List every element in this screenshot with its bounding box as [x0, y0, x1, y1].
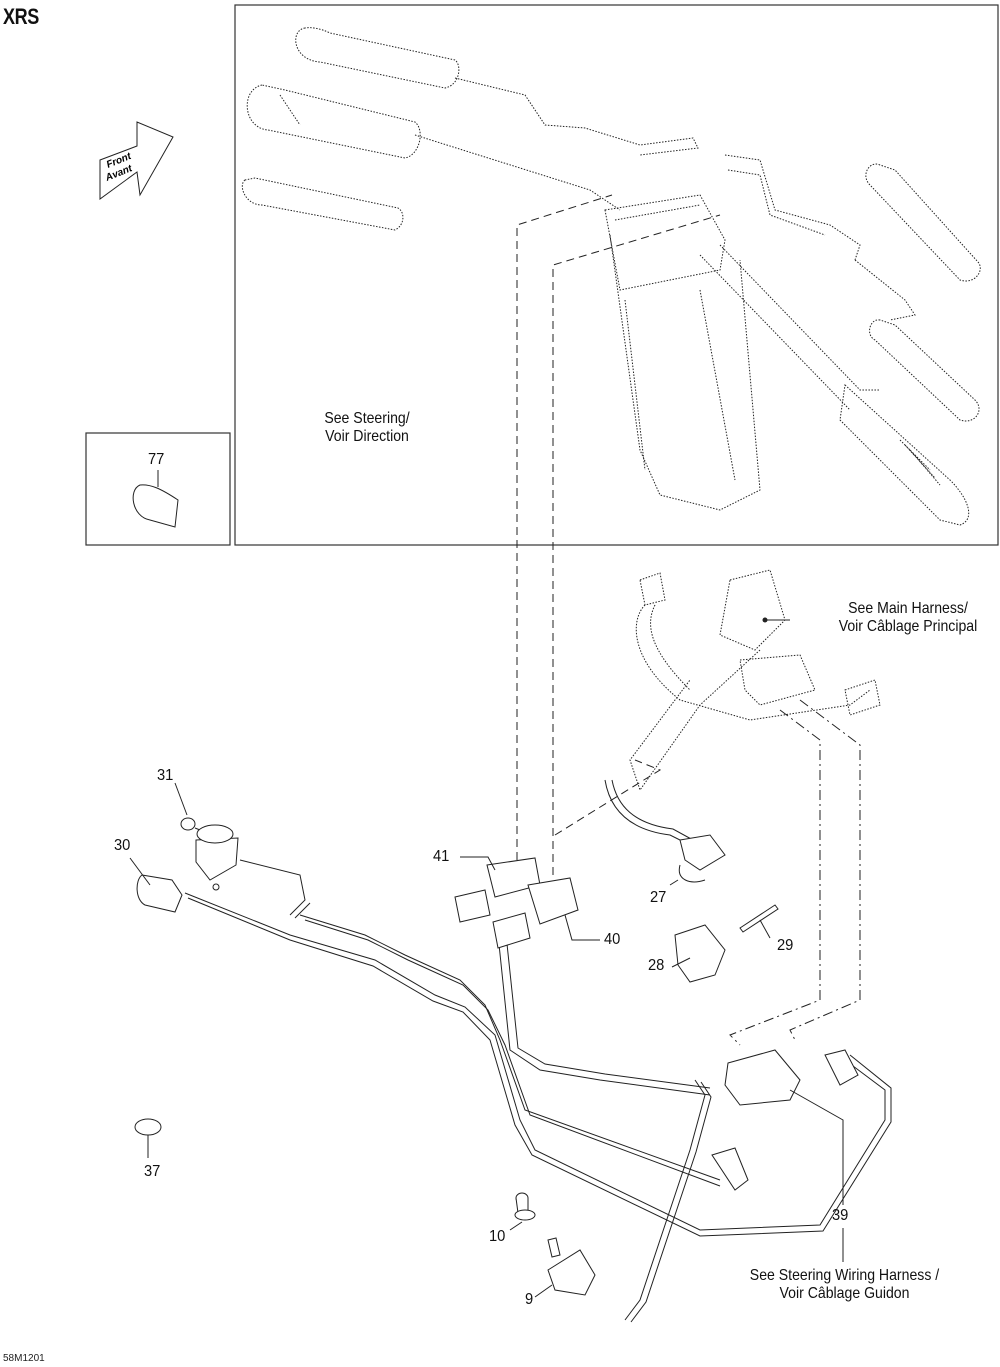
small-connector [454, 889, 491, 923]
part-leader-lines [129, 470, 844, 1298]
front-arrow-icon: Front Avant [99, 121, 174, 200]
part-number-41: 41 [433, 848, 450, 865]
main-harness-connector-drawing [629, 569, 881, 792]
see-steering-callout: See Steering/ Voir Direction [301, 410, 433, 446]
leader-lines [516, 194, 721, 875]
part-number-10: 10 [489, 1228, 506, 1245]
part-31-throttle-sensor [180, 817, 239, 891]
steering-inset-frame [234, 4, 999, 546]
callout-line: Voir Câblage Guidon [779, 1285, 910, 1302]
part-number-40: 40 [604, 931, 621, 948]
harness-connector [824, 1049, 859, 1086]
small-connector [492, 912, 531, 949]
part-28-switch-cap [674, 924, 726, 983]
part-77-inset-frame [85, 432, 231, 546]
callout-line: Voir Câblage Principal [838, 618, 978, 635]
harness-connector [711, 1147, 749, 1191]
part-9-switch [547, 1237, 596, 1296]
part-number-27: 27 [650, 889, 667, 906]
part-number-37: 37 [144, 1163, 161, 1180]
part-number-31: 31 [157, 767, 174, 784]
part-40-connector-housing [527, 877, 579, 925]
figure-code: 58M1201 [3, 1353, 45, 1364]
see-main-harness-callout: See Main Harness/ Voir Câblage Principal [820, 600, 996, 636]
part-number-39: 39 [832, 1207, 849, 1224]
part-number-77: 77 [148, 451, 165, 468]
see-steering-wiring-callout: See Steering Wiring Harness / Voir Câbla… [728, 1267, 961, 1303]
part-39-harness-block [724, 1049, 801, 1106]
leader-dot [762, 617, 768, 623]
part-27-switch-connector [678, 834, 726, 883]
part-number-9: 9 [525, 1291, 534, 1308]
callout-line: Voir Direction [325, 428, 409, 445]
callout-line: See Main Harness/ [848, 600, 968, 617]
part-number-30: 30 [114, 837, 131, 854]
part-number-29: 29 [777, 937, 794, 954]
callout-line: See Steering Wiring Harness / [749, 1267, 940, 1284]
part-77-clamp [132, 484, 179, 528]
callout-line: See Steering/ [324, 410, 410, 427]
dash-dot-leader-lines [729, 699, 861, 1046]
part-37-grommet [134, 1118, 162, 1136]
part-number-28: 28 [648, 957, 665, 974]
part-10-switch-knob [514, 1192, 536, 1221]
part-29-pin [739, 904, 779, 933]
wiring-harness-drawing [184, 779, 892, 1323]
harness-components [132, 484, 859, 1296]
part-30-connector [136, 874, 183, 913]
model-title: XRS [3, 4, 39, 29]
steering-assembly-drawing [241, 27, 981, 526]
